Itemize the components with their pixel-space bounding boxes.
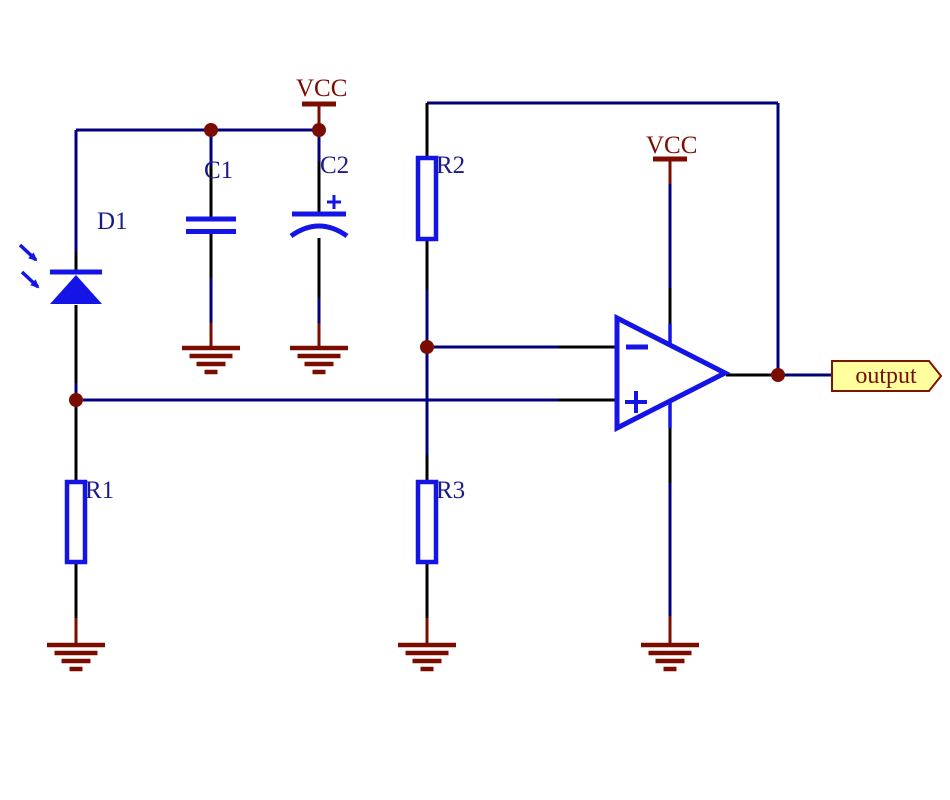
- component-label-c1[interactable]: C1: [204, 157, 234, 184]
- opamp-symbol[interactable]: [614, 313, 731, 433]
- resistor-r3-symbol[interactable]: [415, 479, 439, 565]
- polarity-plus-icon: [327, 195, 341, 209]
- junction-dot: [771, 368, 785, 382]
- net-flag-output[interactable]: [831, 360, 943, 392]
- vcc-label-right[interactable]: VCC: [646, 132, 698, 159]
- light-arrow-icon: [18, 243, 38, 262]
- noninverting-input-icon: [625, 391, 647, 413]
- ground-symbol-c2[interactable]: [290, 345, 348, 375]
- component-label-r1[interactable]: R1: [85, 477, 115, 504]
- junction-dot: [420, 340, 434, 354]
- junction-dot: [69, 393, 83, 407]
- junction-dot: [312, 123, 326, 137]
- component-label-c2[interactable]: C2: [320, 152, 350, 179]
- vcc-label-left[interactable]: VCC: [296, 75, 348, 102]
- resistor-r2-symbol[interactable]: [415, 155, 439, 242]
- ground-symbol-opamp[interactable]: [641, 642, 699, 672]
- component-label-r3[interactable]: R3: [436, 477, 466, 504]
- net-flag-output-label[interactable]: output: [855, 363, 917, 389]
- photodiode-d1-symbol[interactable]: [18, 243, 102, 304]
- wire-feedback-rail[interactable]: [425, 101, 780, 375]
- ground-symbol-c1[interactable]: [182, 345, 240, 375]
- component-label-d1[interactable]: D1: [97, 208, 128, 235]
- capacitor-c1-symbol[interactable]: [186, 216, 236, 234]
- capacitor-c2-symbol[interactable]: [289, 195, 349, 239]
- light-arrow-icon: [20, 270, 40, 289]
- ground-symbol-r3[interactable]: [398, 642, 456, 672]
- net-flag-shape: [831, 360, 943, 392]
- diode-triangle: [50, 275, 102, 304]
- resistor-r1-symbol[interactable]: [64, 479, 88, 565]
- junction-dot: [204, 123, 218, 137]
- ground-symbol-r1[interactable]: [47, 642, 105, 672]
- component-label-r2[interactable]: R2: [436, 152, 466, 179]
